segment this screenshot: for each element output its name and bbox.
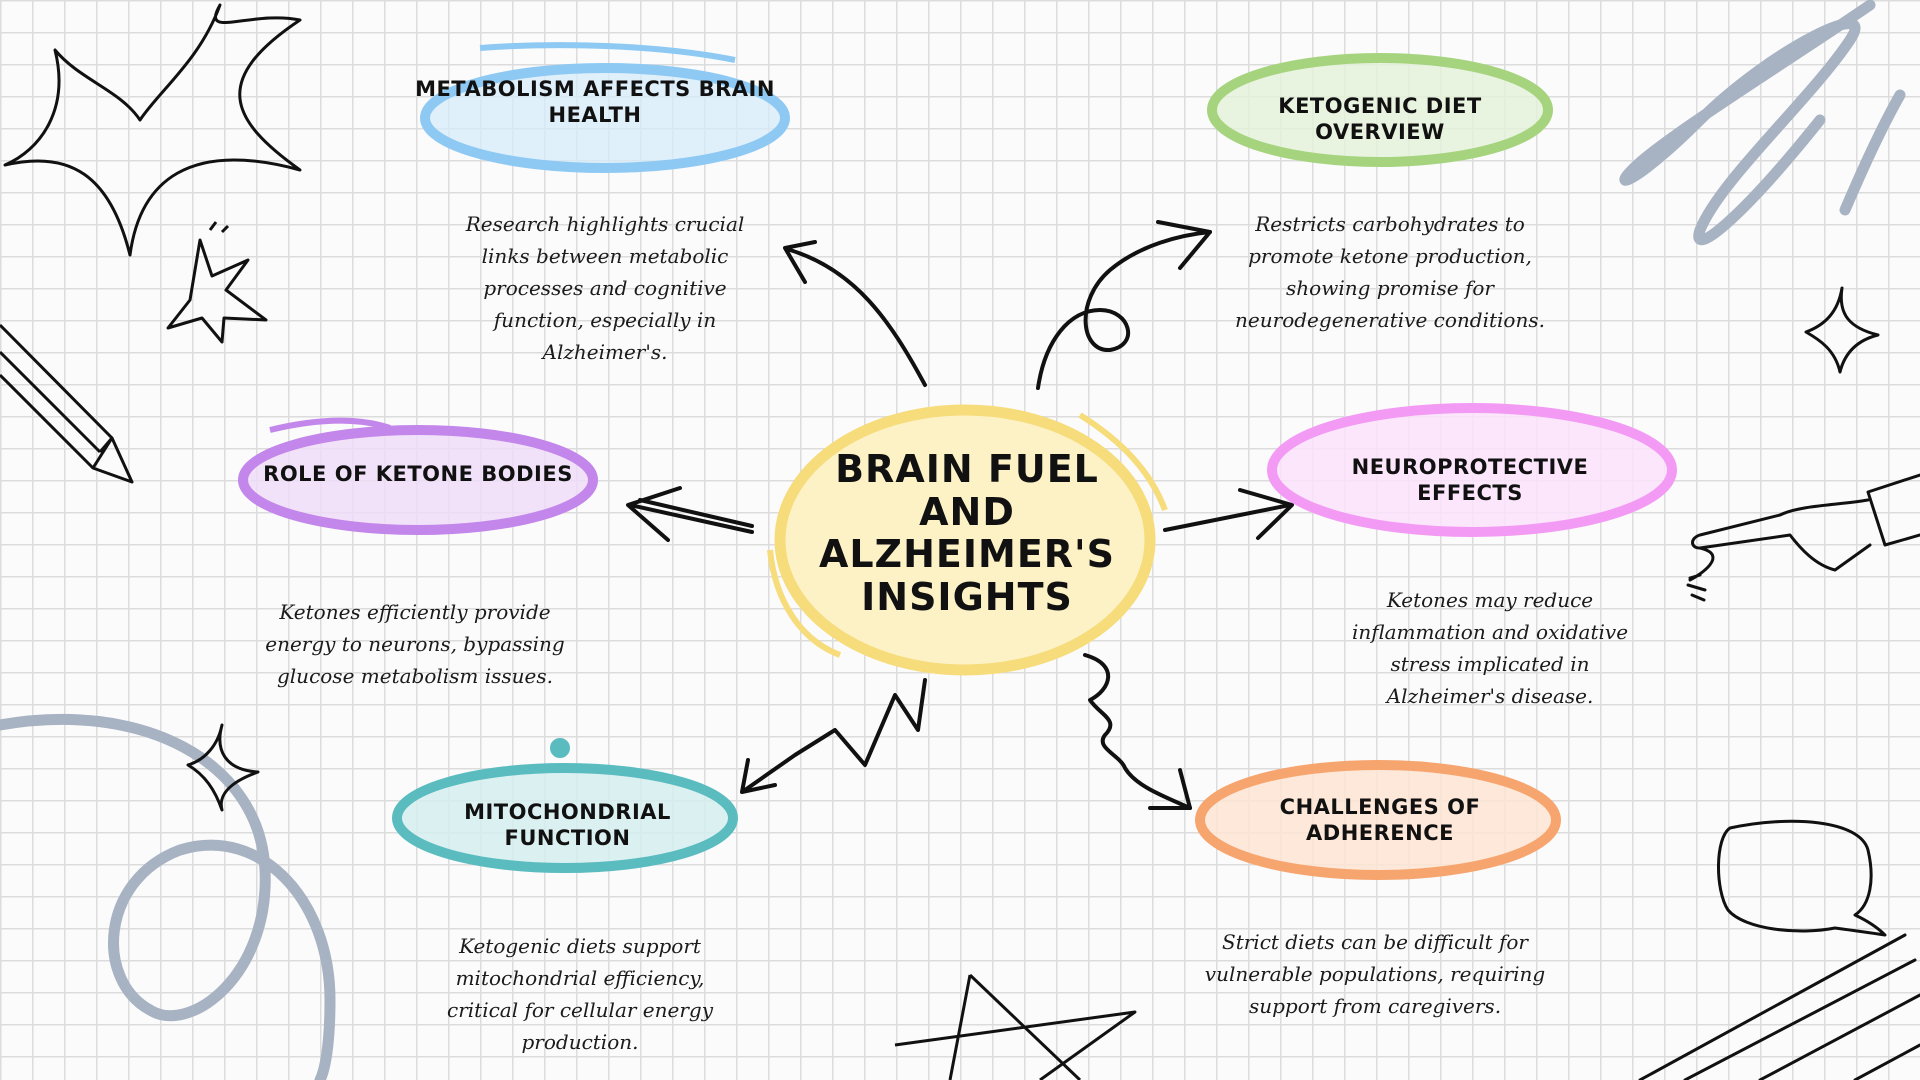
hatching-lines-icon [1638,933,1920,1080]
node-title-mitochondrial: Mitochondrial Function [464,800,671,850]
arrow-to-metabolism [783,240,927,387]
node-desc-mitochondrial: Ketogenic diets support mitochondrial ef… [447,934,713,1054]
scribble-bottom-left [0,713,336,1080]
center-title: Brain Fuel and Alzheimer's Insights [818,447,1116,619]
oval-metabolism [420,42,790,173]
node-desc-neuroprotective: Ketones may reduce inflammation and oxid… [1351,588,1629,708]
scribble-top-right [1619,0,1906,246]
node-title-metabolism: Metabolism Affects Brain Health [415,77,775,127]
arrow-to-ketone-bodies [626,486,754,542]
pointing-hand-icon [1686,473,1920,602]
star-bottom-icon [894,973,1137,1080]
node-title-ketone-bodies: Role of Ketone Bodies [263,462,573,486]
oval-center [767,404,1168,676]
node-desc-adherence: Strict diets can be difficult for vulner… [1204,930,1546,1018]
node-desc-ketogenic: Restricts carbohydrates to promote keton… [1235,212,1545,332]
oval-adherence [1195,760,1561,880]
node-title-adherence: Challenges of Adherence [1279,795,1481,845]
oval-ketogenic [1207,53,1553,167]
arrow-to-ketogenic [1036,220,1212,390]
node-desc-ketone-bodies: Ketones efficiently provide energy to ne… [265,600,565,688]
small-star-icon [166,221,268,344]
speech-bubble-icon [1717,819,1887,937]
node-desc-metabolism: Research highlights crucial links betwee… [465,212,745,364]
oval-ketone-bodies [238,417,598,535]
oval-mitochondrial [392,738,738,873]
arrow-to-neuroprotective [1163,488,1294,540]
diamond-sparkle-right-icon [1804,286,1880,374]
node-title-neuroprotective: Neuroprotective Effects [1351,455,1589,505]
oval-neuroprotective [1267,403,1677,537]
node-title-ketogenic: Ketogenic Diet Overview [1278,94,1482,144]
star-outline-icon [3,3,302,257]
pencil-icon [0,323,134,484]
arrow-to-adherence [1083,653,1192,810]
diamond-sparkle-icon [186,723,260,812]
arrow-to-mitochondrial [740,678,927,794]
